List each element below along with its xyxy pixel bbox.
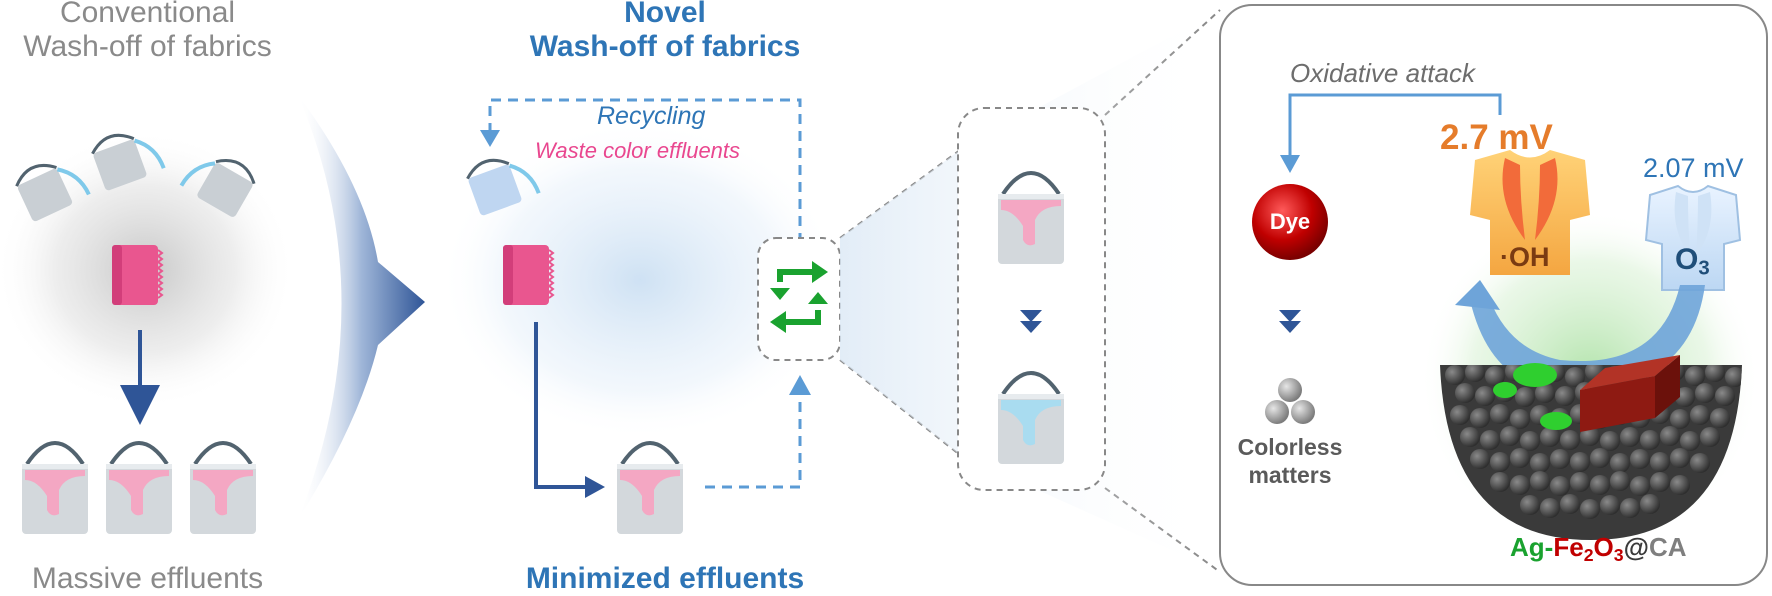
recycle-icon-arrowheads (770, 261, 828, 333)
oxidative-attack-label: Oxidative attack (1290, 58, 1475, 88)
double-down-chevron-icon (1020, 310, 1042, 333)
catalyst-at: @ (1623, 532, 1649, 562)
colorless-molecules-icon (1265, 378, 1315, 424)
catalyst-fe: Fe (1553, 532, 1584, 562)
ozone-label-o: O (1675, 243, 1699, 276)
catalyst-fe-sub: 2 (1583, 544, 1594, 565)
pouring-bucket-icon (91, 133, 166, 191)
silver-nanoparticle (1493, 382, 1517, 398)
big-transition-arrow (298, 95, 425, 520)
clean-water-bucket (996, 371, 1066, 466)
clean-water-bucket-icon (466, 158, 541, 216)
oxidative-attack-path (1288, 93, 1502, 155)
hydroxyl-radical-icon (1470, 150, 1590, 275)
catalyst-ca: CA (1648, 532, 1687, 562)
recycle-box (757, 237, 841, 361)
left-title-line2: Wash-off of fabrics (23, 30, 272, 63)
conversion-arrowhead (1455, 280, 1500, 310)
oh-radical-label: ·OH (1500, 242, 1550, 272)
pink-effluent-bucket (996, 171, 1066, 266)
catalyst-o: O (1593, 532, 1614, 562)
ozone-label-sub: 3 (1698, 257, 1710, 280)
dye-sphere (1252, 184, 1328, 260)
double-down-chevron-icon (1279, 310, 1301, 333)
zoom-box (957, 107, 1106, 491)
recycle-loop-arrowhead (480, 130, 500, 147)
middle-bottom-label: Minimized effluents (525, 562, 805, 595)
middle-blue-glow (440, 120, 840, 440)
effluent-path-arrowhead (585, 476, 605, 498)
oh-potential-label: 2.7 mV (1440, 118, 1553, 157)
catalyst-formula: Ag-Fe2O3@CA (1510, 532, 1687, 566)
effluent-path-arrow (534, 322, 588, 489)
zoom-line (839, 359, 961, 456)
o3-potential-label: 2.07 mV (1643, 153, 1744, 183)
catalyst-o-sub: 3 (1613, 544, 1624, 565)
recycling-label: Recycling (597, 102, 706, 130)
recycle-icon (777, 269, 821, 325)
colorless-line2: matters (1248, 462, 1332, 488)
return-arrowhead (789, 375, 811, 395)
iron-oxide-cube (1580, 355, 1680, 432)
silver-nanoparticle (1540, 412, 1572, 430)
dye-label: Dye (1269, 209, 1311, 234)
ozone-label: O3 (1675, 243, 1710, 281)
pink-effluent-bucket (20, 441, 90, 536)
pink-effluent-bucket (104, 441, 174, 536)
oxidative-attack-arrowhead (1280, 155, 1300, 173)
pouring-bucket-icon (15, 163, 91, 222)
colorless-matters-label: Colorless matters (1225, 433, 1355, 489)
recycle-loop-dashed (488, 98, 802, 345)
fabric-icon (112, 245, 164, 305)
middle-title: Novel Wash-off of fabrics (470, 0, 860, 64)
ozone-icon (1644, 184, 1742, 291)
catalyst-ag: Ag (1510, 532, 1545, 562)
carbon-aerogel-bowl (1440, 365, 1742, 540)
waste-effluents-label: Waste color effluents (535, 138, 741, 163)
return-dashed-line (705, 395, 802, 489)
left-bottom-label: Massive effluents (31, 562, 264, 595)
left-title: Conventional Wash-off of fabrics (0, 0, 295, 64)
middle-title-line1: Novel (624, 0, 706, 29)
pink-effluent-bucket (615, 441, 685, 536)
left-title-line1: Conventional (59, 0, 236, 29)
pouring-bucket-icon (179, 159, 256, 217)
silver-nanoparticle (1513, 363, 1557, 387)
middle-title-line2: Wash-off of fabrics (529, 30, 801, 63)
fabric-icon (503, 245, 555, 305)
catalyst-dash: - (1544, 532, 1554, 562)
colorless-line1: Colorless (1237, 434, 1343, 460)
pink-effluent-bucket (188, 441, 258, 536)
